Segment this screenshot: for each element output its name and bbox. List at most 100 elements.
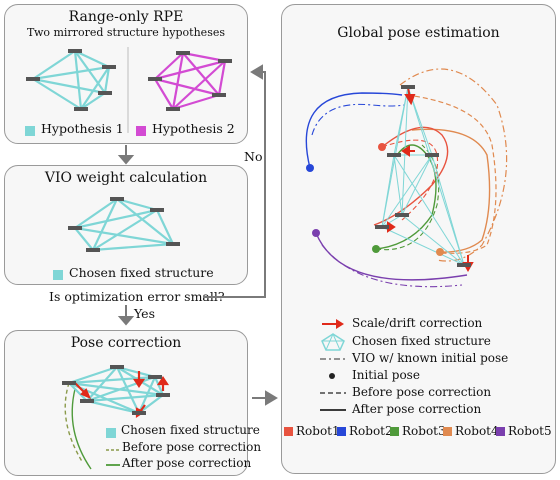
legend-before-line (320, 392, 346, 394)
structure-edge (116, 366, 140, 414)
drone-icon (26, 77, 40, 81)
structure-edge (74, 50, 110, 68)
pose-legend-before-line (106, 449, 120, 451)
drone-icon (218, 59, 232, 63)
drone-icon (98, 91, 112, 95)
legend-chosen-structure: Chosen fixed structure (352, 334, 491, 348)
structure-edge (86, 393, 164, 403)
structure-edge (393, 154, 403, 216)
global-pose-panel: Global pose estimation (281, 4, 556, 474)
structure-edge (80, 92, 106, 110)
drone-icon (80, 399, 94, 403)
drone-icon (68, 226, 82, 230)
global-trajectories (305, 68, 508, 288)
drone-icon (395, 213, 409, 217)
drone-icon (148, 375, 162, 379)
structure-edge (381, 154, 433, 228)
drone-icon (166, 107, 180, 111)
structure-edge (74, 227, 94, 251)
legend-initial-pose: Initial pose (352, 368, 420, 382)
legend-vio-line (320, 358, 346, 360)
structure-edge (86, 399, 140, 415)
drone-icon (387, 153, 401, 157)
hypothesis2-label: Hypothesis 2 (152, 121, 235, 136)
global-title: Global pose estimation (337, 25, 500, 41)
legend-drift-arrow (322, 319, 344, 329)
structure-edge (73, 50, 83, 110)
structure-edge (172, 60, 226, 110)
robot1-key: Robot1 (284, 424, 340, 438)
robot2-key: Robot2 (337, 424, 393, 438)
structure-edge (68, 382, 88, 402)
drone-icon (62, 381, 76, 385)
pose-correction-panel: Pose correction Chosen fixed structure B… (4, 330, 261, 476)
pose-correction-graph (62, 365, 170, 470)
robot4-key: Robot4 (443, 424, 499, 438)
structure-edge (80, 66, 110, 110)
structure-edge (153, 376, 165, 396)
pose-legend-after: After pose correction (122, 456, 252, 470)
structure-edge (137, 376, 157, 414)
structure-edge (154, 77, 220, 97)
structure-edge (154, 52, 184, 80)
structure-edge (431, 154, 465, 266)
structure-edge (86, 366, 118, 402)
robot5-label: Robot5 (508, 424, 552, 438)
vio-legend-label: Chosen fixed structure (69, 265, 214, 280)
rpe-panel: Range-only RPE Two mirrored structure hy… (4, 4, 248, 144)
structure-edge (92, 242, 174, 252)
structure-edge (116, 198, 174, 245)
hypothesis1-swatch (25, 126, 35, 136)
structure-edge (381, 154, 395, 228)
structure-edge (381, 226, 465, 266)
structure-edge (154, 78, 174, 110)
legend-vio: VIO w/ known initial pose (352, 351, 509, 365)
no-label: No (244, 149, 263, 164)
legend-scale-drift: Scale/drift correction (352, 316, 483, 330)
structure-edge (92, 209, 158, 251)
structure-edge (68, 375, 156, 385)
rpe-subtitle: Two mirrored structure hypotheses (27, 26, 225, 39)
drone-icon (457, 263, 471, 267)
robot1-label: Robot1 (296, 424, 340, 438)
structure-edge (32, 78, 82, 110)
yes-label: Yes (134, 306, 155, 321)
drone-icon (132, 411, 146, 415)
drone-icon (148, 77, 162, 81)
vio-title: VIO weight calculation (44, 170, 208, 186)
hypothesis-graphs (26, 47, 232, 133)
legend-structure-icon (321, 333, 345, 351)
pose-legend-structure: Chosen fixed structure (121, 423, 260, 437)
legend-after-line (320, 409, 346, 411)
structure-edge (92, 198, 118, 251)
vio-panel: VIO weight calculation Chosen fixed stru… (4, 165, 248, 285)
robot4-label: Robot4 (455, 424, 499, 438)
pose-legend-structure-swatch (106, 428, 116, 438)
drone-icon (110, 197, 124, 201)
structure-edge (74, 208, 158, 230)
pose-legend-after-line (106, 464, 120, 466)
drone-icon (425, 153, 439, 157)
structure-edge (74, 198, 118, 229)
drone-icon (74, 107, 88, 111)
optimization-question: Is optimization error small? (49, 289, 225, 304)
structure-edge (171, 52, 185, 110)
drone-icon (176, 51, 190, 55)
structure-edge (86, 375, 156, 403)
structure-edge (154, 59, 226, 81)
drone-icon (375, 225, 389, 229)
structure-edge (103, 66, 111, 94)
drone-icon (68, 49, 82, 53)
structure-edge (393, 86, 409, 156)
legend-after: After pose correction (352, 402, 482, 416)
drone-icon (156, 393, 170, 397)
structure-edge (32, 50, 76, 80)
structure-edge (393, 154, 465, 266)
structure-edge (407, 86, 465, 266)
drone-icon (166, 242, 180, 246)
structure-edge (32, 65, 110, 81)
robot3-label: Robot3 (402, 424, 446, 438)
robot5-key: Robot5 (496, 424, 552, 438)
drone-icon (86, 248, 100, 252)
drone-icon (150, 208, 164, 212)
